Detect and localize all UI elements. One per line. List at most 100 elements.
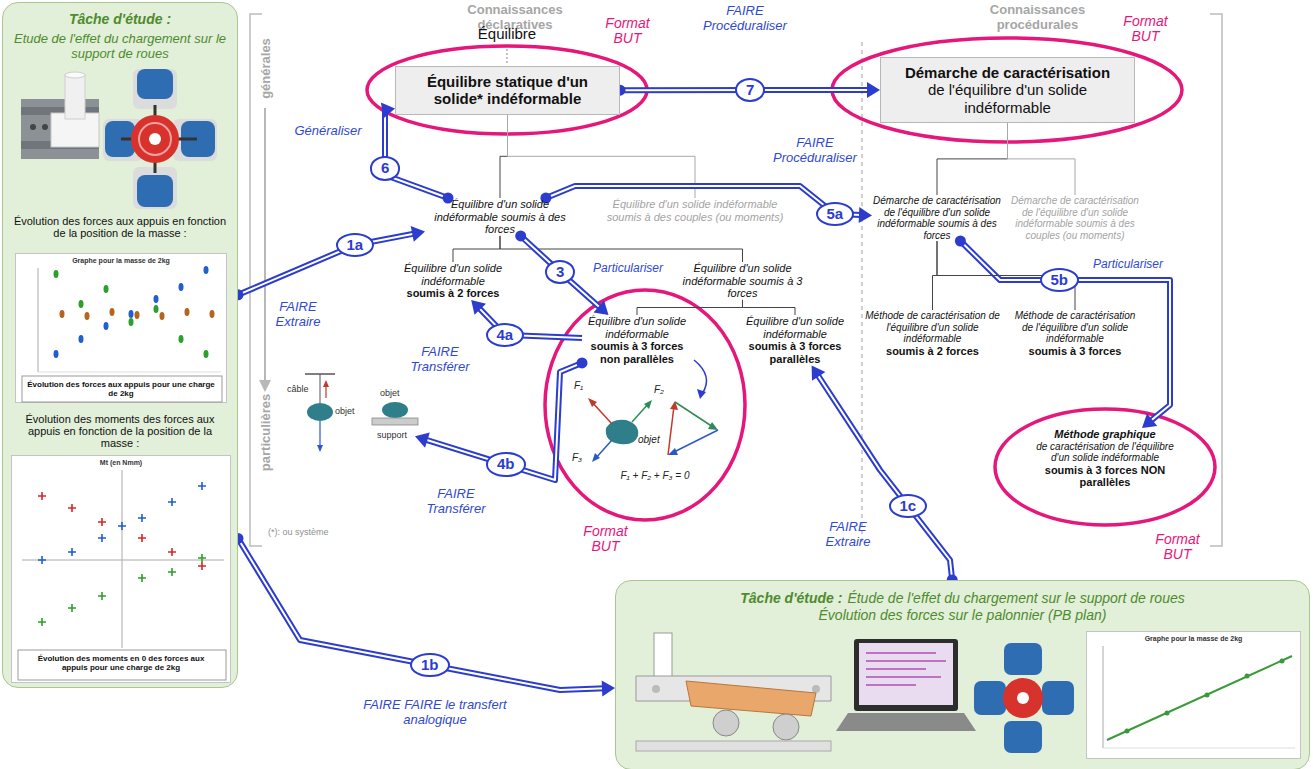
arrow-line-inner [960, 241, 1170, 422]
node-text: Évolution des moments en 0 des forces au… [24, 654, 218, 672]
arrow-head [812, 366, 826, 381]
arrow-line [238, 233, 415, 294]
callout-number: 4b [486, 452, 526, 477]
start-dot [577, 357, 588, 368]
arrow-head [415, 433, 430, 448]
node-text: Équilibre d'un solide indéformable [398, 262, 508, 287]
annotation-label: FAIRE Extraire [818, 520, 878, 550]
annotation-label: Connaissances procédurales [950, 2, 1125, 32]
node-text: Démarche de caractérisation de l'équilib… [872, 195, 1002, 241]
arrow-line-inner [238, 233, 415, 294]
annotation-label: Format BUT [1118, 14, 1173, 45]
node-text: soumis à 2 forces [398, 287, 508, 300]
node-text: objet [335, 406, 365, 416]
axis-label: particulières [258, 393, 273, 470]
process-arrow [415, 357, 588, 480]
arrow-head [867, 82, 880, 98]
node-text: objet [380, 388, 410, 398]
callout-number: 7 [735, 78, 765, 103]
study-task-panel: Tâche d'étude : Etude de l'effet du charg… [2, 2, 238, 688]
tree-link [1008, 123, 1076, 195]
node-text: Méthode de caractérisation de l'équilibr… [1010, 310, 1140, 345]
procedure-node: Démarche de caractérisation de l'équilib… [1010, 195, 1140, 241]
process-arrow [233, 533, 616, 697]
test-bench-photo [21, 69, 221, 209]
arrow-head [411, 226, 425, 242]
node-text: Démarche de caractérisation [887, 64, 1128, 81]
node-text: Équilibre d'un solide indéformable [735, 315, 855, 340]
procedure-node: Démarche de caractérisation de l'équilib… [872, 195, 1002, 241]
palonnier-chart: Graphe pour la masse de 2kg [1086, 631, 1301, 759]
process-arrow [233, 226, 426, 300]
arrow-head [471, 300, 486, 315]
concept-node: Équilibre d'un solide indéformable soumi… [425, 198, 575, 236]
arrow-line [521, 236, 601, 309]
node-text: Méthode de caractérisation de l'équilibr… [865, 310, 1000, 345]
force-example-figure: câbleobjetobjetsupport [285, 370, 415, 462]
procedure-box: Démarche de caractérisationde l'équilibr… [880, 57, 1135, 123]
three-forces-figure [588, 360, 718, 462]
start-dot [955, 236, 966, 247]
concept-node: Équilibre d'un solide indéformable soumi… [670, 262, 815, 300]
annotation-label: FAIRE Transférer [400, 345, 480, 375]
callout-number: 6 [370, 156, 400, 181]
annotation-label: Format BUT [578, 524, 633, 555]
tree-line [637, 300, 743, 315]
node-text: Mt (en Nmm) [12, 459, 230, 466]
tree-link [743, 300, 796, 315]
dashed-link [507, 45, 508, 65]
node-text: support [377, 430, 415, 440]
arrow-line-inner [238, 538, 605, 690]
callout-number: 1c [889, 494, 928, 519]
node-text: Évolution des forces aux appuis pour une… [26, 380, 216, 398]
tree-line [500, 115, 508, 199]
axis-label: générales [257, 38, 272, 99]
node-text: Tâche d'étude : [3, 11, 237, 27]
arrow-line [238, 538, 605, 690]
annotation-label: FAIRE FAIRE le transfert analogique [355, 698, 515, 728]
node-text: Tâche d'étude : [740, 590, 842, 606]
node-text: Étude de l'effet du chargement sur le su… [847, 590, 1184, 606]
concept-node: Équilibre d'un solide indéformable soumi… [600, 198, 790, 223]
annotation-label: Format BUT [1150, 532, 1205, 563]
scatter-chart [12, 456, 232, 684]
annotation-label: F₂ [654, 384, 670, 395]
tree-line [1008, 123, 1076, 195]
annotation-label: Format BUT [600, 16, 655, 47]
knowledge-bracket [250, 14, 1222, 546]
method-node: Méthode de caractérisation de l'équilibr… [865, 310, 1000, 357]
concept-node: Équilibre d'un solide indéformablesoumis… [398, 262, 508, 300]
callout-number: 4a [486, 323, 525, 348]
annotation-label: Particulariser [1088, 258, 1168, 272]
annotation-label: F₁ [574, 380, 590, 391]
tree-link [933, 241, 938, 310]
annotation-label: FAIRE Extraire [268, 300, 328, 330]
arrow-head [859, 207, 872, 223]
annotation-label: (*): ou système [268, 527, 368, 537]
annotation-label: Généraliser [288, 124, 368, 139]
process-arrow [955, 236, 1170, 429]
concept-node: Équilibre d'un solide indéformablesoumis… [735, 315, 855, 366]
tree-link [500, 115, 508, 199]
annotation-label: FAIRE Procéduraliser [695, 4, 795, 34]
tree-line [937, 123, 1008, 195]
node-text: Équilibre d'un solide indéformable [582, 315, 692, 340]
node-text: Graphe pour la masse de 2kg [1087, 635, 1300, 642]
tree-link [453, 236, 500, 262]
node-text: soumis à 2 forces [865, 345, 1000, 358]
callout-number: 5b [1040, 268, 1080, 293]
arrow-line [960, 241, 1170, 422]
force-chart: Graphe pour la masse de 2kgÉvolution des… [15, 253, 227, 403]
node-text: Méthode graphique [1030, 428, 1180, 441]
format-but-ellipse [367, 38, 1215, 525]
callout-number: 1b [410, 653, 450, 678]
node-text: soumis à 3 forces non parallèles [582, 340, 692, 365]
node-text: Etude de l'effet du chargement sur le su… [13, 31, 227, 61]
node-text: soumis à 3 forces NON parallèles [1030, 464, 1180, 489]
concept-box: Équilibre statique d'un solide* indéform… [395, 66, 620, 115]
tree-line [453, 236, 500, 262]
annotation-label: Particulariser [592, 262, 664, 276]
study-task-panel: Tâche d'étude : Étude de l'effet du charg… [615, 580, 1310, 769]
arrow-line-inner [521, 236, 601, 309]
moment-chart: Mt (en Nmm) Évolution des moments en 0 de… [11, 455, 231, 683]
